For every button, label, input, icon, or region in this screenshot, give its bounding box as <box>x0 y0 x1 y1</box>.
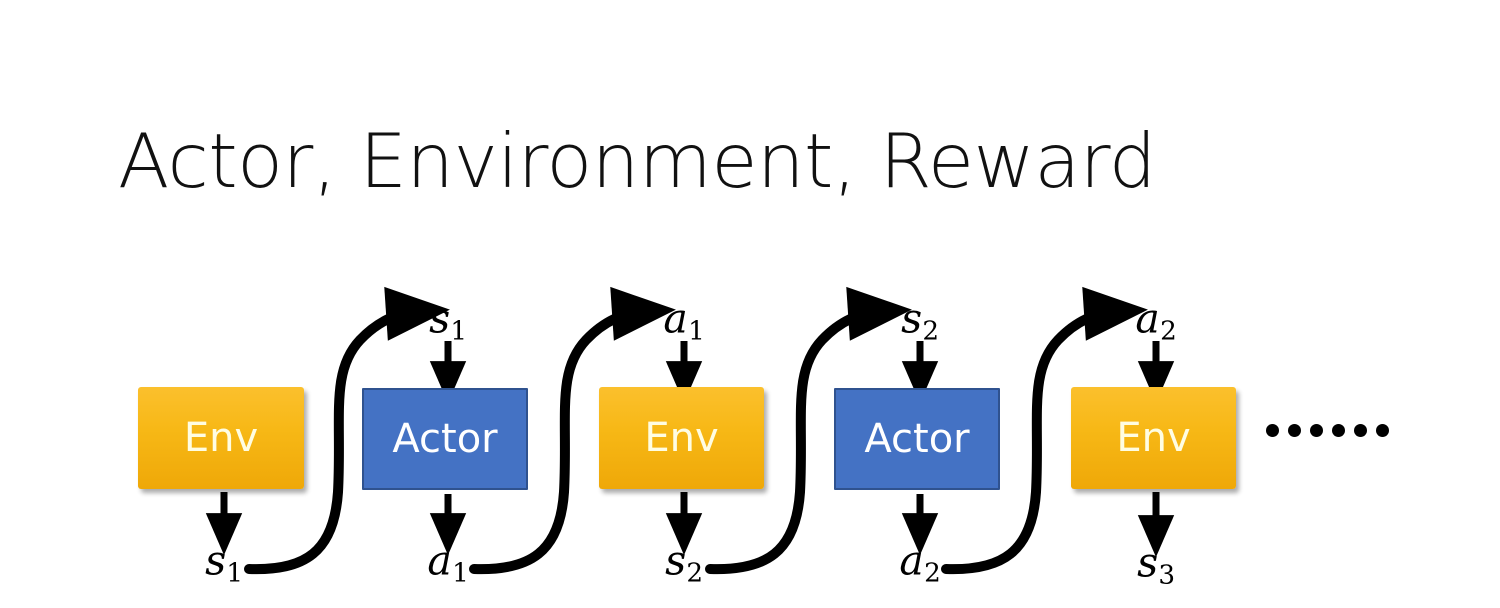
curve-a2-to-top-a2 <box>941 286 1148 575</box>
ellipsis-continuation <box>1266 424 1389 437</box>
actor-box-2-label: Actor <box>864 416 970 462</box>
ellipsis-dot <box>1310 424 1323 437</box>
label-base: a <box>899 536 924 585</box>
env-box-1-label: Env <box>183 415 259 461</box>
top-label-action-1: a1 <box>663 298 704 344</box>
ellipsis-dot-group-1 <box>1266 424 1323 437</box>
bottom-label-state-1: s1 <box>205 540 243 586</box>
ellipsis-dot <box>1288 424 1301 437</box>
bottom-label-state-2: s2 <box>665 540 703 586</box>
label-subscript: 1 <box>452 558 469 589</box>
label-base: a <box>1135 294 1160 343</box>
actor-box-2[interactable]: Actor <box>834 388 1000 490</box>
label-base: s <box>205 536 227 585</box>
env-box-3[interactable]: Env <box>1071 387 1236 489</box>
label-base: a <box>427 536 452 585</box>
label-subscript: 1 <box>226 558 244 589</box>
label-subscript: 2 <box>922 316 940 347</box>
feedback-curves <box>244 286 1148 575</box>
ellipsis-dot <box>1266 424 1279 437</box>
ellipsis-dot <box>1376 424 1389 437</box>
curve-a1-to-top-a1 <box>469 286 676 575</box>
top-label-state-2: s2 <box>901 298 939 344</box>
ellipsis-dot <box>1354 424 1367 437</box>
top-label-state-1: s1 <box>429 298 467 344</box>
top-label-action-2: a2 <box>1135 298 1176 344</box>
label-base: s <box>901 294 923 343</box>
label-subscript: 2 <box>1160 316 1177 347</box>
env-box-2[interactable]: Env <box>599 387 764 489</box>
actor-box-1-label: Actor <box>392 416 498 462</box>
ellipsis-dot-group-2 <box>1332 424 1389 437</box>
page-title: Actor, Environment, Reward <box>118 117 1156 205</box>
env-box-2-label: Env <box>644 415 719 461</box>
env-box-1[interactable]: Env <box>138 387 304 489</box>
label-base: s <box>1137 538 1159 587</box>
down-arrows-into-boxes <box>429 341 1175 404</box>
bottom-label-action-1: a1 <box>427 540 468 586</box>
label-subscript: 2 <box>686 558 704 589</box>
actor-box-1[interactable]: Actor <box>362 388 528 490</box>
env-box-3-label: Env <box>1116 415 1191 461</box>
curve-s2-to-top-s2 <box>705 286 912 575</box>
label-subscript: 2 <box>924 558 941 589</box>
ellipsis-dot <box>1332 424 1345 437</box>
bottom-label-state-3: s3 <box>1137 542 1175 588</box>
label-subscript: 3 <box>1158 560 1176 591</box>
down-arrows-out-of-boxes <box>205 492 1175 558</box>
bottom-label-action-2: a2 <box>899 540 940 586</box>
label-subscript: 1 <box>450 316 468 347</box>
label-base: a <box>663 294 688 343</box>
label-base: s <box>665 536 687 585</box>
label-subscript: 1 <box>688 316 705 347</box>
label-base: s <box>429 294 451 343</box>
curve-s1-to-top-s1 <box>244 286 450 575</box>
